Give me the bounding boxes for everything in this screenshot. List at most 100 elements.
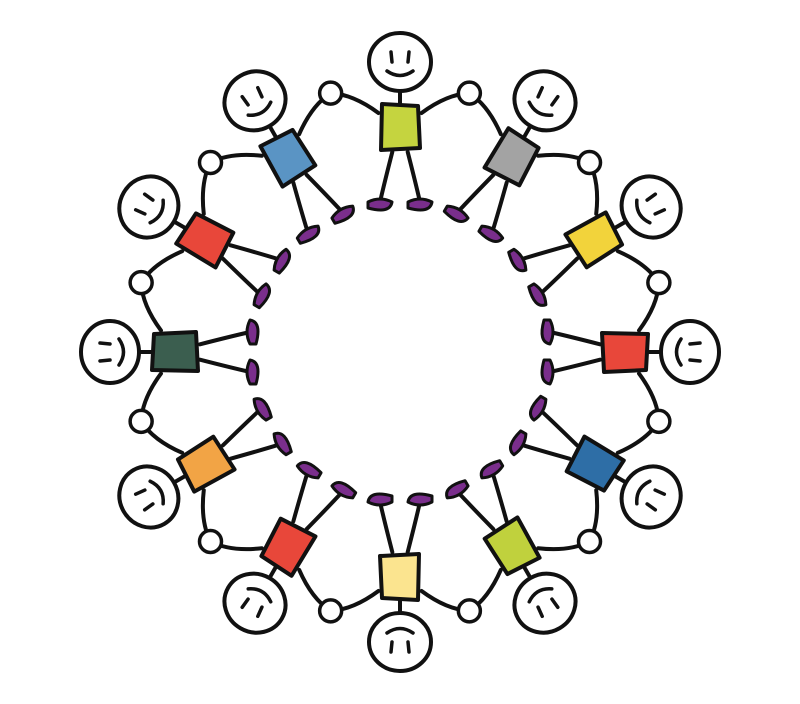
shirt-icon bbox=[564, 434, 626, 493]
shoe-icon bbox=[528, 394, 548, 422]
head-icon bbox=[117, 464, 181, 530]
leg-line bbox=[291, 180, 310, 235]
shirt-icon bbox=[482, 126, 541, 188]
leg-line bbox=[378, 150, 395, 204]
head-icon bbox=[367, 611, 433, 673]
stick-figure bbox=[445, 459, 578, 635]
eye-icon bbox=[240, 94, 250, 107]
head-icon bbox=[367, 31, 433, 93]
hands-layer bbox=[128, 80, 672, 624]
shoe-icon bbox=[442, 204, 470, 224]
eye-icon bbox=[406, 640, 411, 654]
leg-line bbox=[517, 442, 572, 461]
stick-figure bbox=[507, 174, 683, 307]
shirt-icon bbox=[174, 211, 236, 270]
leg-line bbox=[228, 243, 283, 262]
shoe-icon bbox=[406, 492, 434, 507]
hand-icon bbox=[128, 408, 154, 435]
eye-icon bbox=[550, 597, 560, 610]
leg-line bbox=[405, 150, 422, 204]
smile-icon bbox=[246, 587, 273, 604]
leg-line bbox=[228, 442, 283, 461]
shoe-icon bbox=[252, 282, 272, 310]
shoe-icon bbox=[272, 431, 293, 457]
hand-icon bbox=[128, 269, 154, 296]
shirt-icon bbox=[175, 434, 237, 494]
shoe-icon bbox=[295, 224, 321, 245]
shoe-icon bbox=[366, 492, 394, 507]
shoe-icon bbox=[252, 397, 273, 422]
eye-icon bbox=[536, 85, 544, 99]
head-icon bbox=[117, 174, 181, 240]
eye-icon bbox=[133, 488, 147, 496]
smile-icon bbox=[674, 337, 683, 367]
leg-line bbox=[198, 357, 252, 374]
stick-figure bbox=[540, 318, 721, 386]
head-icon bbox=[619, 464, 683, 530]
leg-line bbox=[548, 330, 602, 347]
stick-figure bbox=[366, 31, 434, 212]
shoe-icon bbox=[540, 358, 555, 386]
hand-icon bbox=[456, 80, 483, 106]
stick-figure bbox=[222, 69, 355, 245]
stick-figure bbox=[508, 394, 683, 530]
smile-icon bbox=[385, 69, 415, 78]
leg-line bbox=[198, 330, 252, 347]
shoe-icon bbox=[540, 318, 555, 346]
head-icon bbox=[512, 571, 578, 635]
shoe-icon bbox=[272, 247, 292, 275]
shirt-icon bbox=[563, 210, 625, 270]
shoe-icon bbox=[295, 460, 323, 480]
eye-icon bbox=[536, 605, 544, 619]
smile-icon bbox=[148, 198, 165, 225]
smile-icon bbox=[385, 626, 415, 635]
eye-icon bbox=[645, 502, 658, 512]
shoe-icon bbox=[245, 318, 260, 346]
eye-icon bbox=[406, 50, 411, 64]
head-icon bbox=[512, 69, 578, 133]
leg-line bbox=[517, 243, 572, 262]
shirt-icon bbox=[600, 331, 650, 374]
hand-icon bbox=[317, 80, 344, 106]
head-icon bbox=[222, 571, 288, 635]
smile-icon bbox=[635, 198, 652, 225]
shirt-icon bbox=[482, 515, 542, 577]
shoe-icon bbox=[477, 224, 505, 244]
shirt-icon bbox=[258, 127, 318, 189]
eye-icon bbox=[256, 605, 264, 619]
shoe-icon bbox=[366, 197, 394, 212]
eye-icon bbox=[98, 341, 112, 346]
head-icon bbox=[79, 319, 141, 385]
figures-layer bbox=[79, 31, 721, 673]
leg-line bbox=[378, 500, 395, 554]
eye-icon bbox=[653, 208, 667, 216]
hand-icon bbox=[576, 149, 603, 176]
stick-figure bbox=[117, 397, 293, 530]
shoe-icon bbox=[508, 429, 528, 457]
eye-icon bbox=[133, 208, 147, 216]
shoe-icon bbox=[445, 479, 470, 500]
stick-figure bbox=[117, 174, 292, 310]
smile-icon bbox=[246, 100, 273, 117]
shoe-icon bbox=[479, 459, 505, 480]
eye-icon bbox=[142, 502, 155, 512]
hand-icon bbox=[197, 528, 224, 555]
leg-line bbox=[490, 180, 509, 235]
shoe-icon bbox=[406, 197, 434, 212]
smile-icon bbox=[635, 479, 652, 506]
hand-icon bbox=[317, 598, 344, 624]
leg-line bbox=[548, 357, 602, 374]
eye-icon bbox=[389, 50, 394, 64]
leg-line bbox=[291, 469, 310, 524]
eye-icon bbox=[688, 341, 702, 346]
leg-line bbox=[490, 469, 509, 524]
hand-icon bbox=[576, 528, 603, 555]
smile-icon bbox=[148, 479, 165, 506]
smile-icon bbox=[117, 337, 126, 367]
leg-line bbox=[405, 500, 422, 554]
eye-icon bbox=[256, 85, 264, 99]
eye-icon bbox=[142, 192, 155, 202]
shirt-icon bbox=[150, 330, 200, 373]
